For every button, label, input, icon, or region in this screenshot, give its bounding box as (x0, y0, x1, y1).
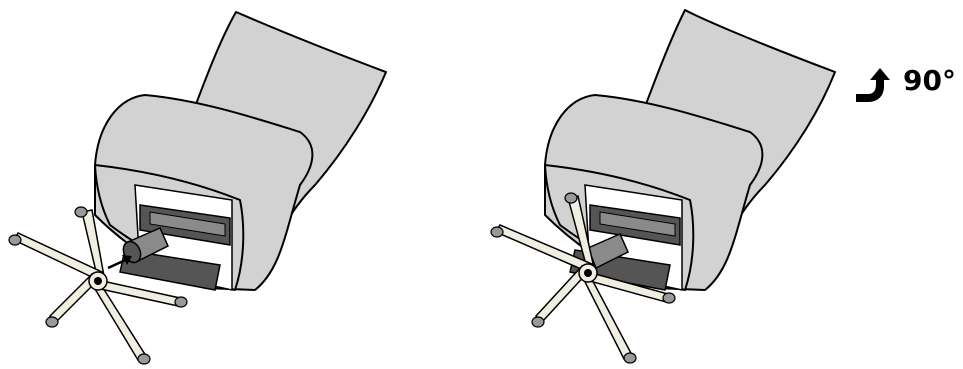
caster (138, 354, 150, 364)
caster (663, 293, 675, 303)
caster (75, 207, 87, 217)
caster (532, 317, 544, 327)
chair-rotate-illustration (480, 0, 963, 369)
caster (46, 317, 58, 327)
caster (491, 227, 503, 237)
rotation-angle-label: 90° (903, 67, 956, 95)
caster (175, 297, 187, 307)
caster (624, 353, 636, 363)
step-rotate-chair (480, 0, 963, 369)
step-insert-base (0, 0, 480, 369)
caster (565, 193, 577, 203)
caster (9, 235, 21, 245)
chair-insert-illustration (0, 0, 480, 369)
curved-arrow-up-right-icon (852, 66, 892, 106)
